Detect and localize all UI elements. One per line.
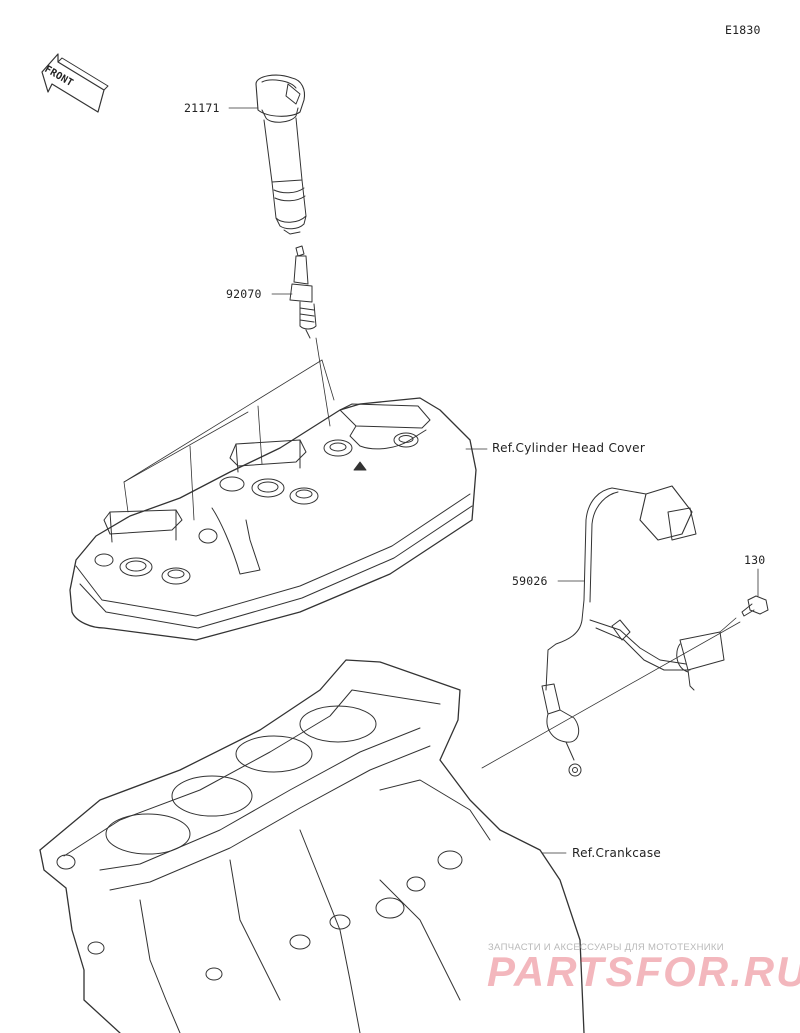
leader-lines xyxy=(123,337,335,521)
front-arrow-icon xyxy=(41,53,109,113)
spark-plug-part[interactable] xyxy=(289,245,317,339)
ref-crankcase: Ref.Crankcase xyxy=(572,846,662,860)
ref-cylinder-head-cover: Ref.Cylinder Head Cover xyxy=(492,441,646,455)
part-number-92070[interactable]: 92070 xyxy=(226,287,262,301)
label-leaders xyxy=(228,107,759,854)
part-number-21171[interactable]: 21171 xyxy=(184,101,220,115)
diagram-code: E1830 xyxy=(725,23,761,37)
crankcase-block xyxy=(39,659,585,1033)
part-number-59026[interactable]: 59026 xyxy=(512,574,548,588)
cylinder-head-cover xyxy=(69,397,477,641)
ignition-coil-part[interactable] xyxy=(255,74,307,235)
watermark-tagline: ЗАПЧАСТИ И АКСЕССУАРЫ ДЛЯ МОТОТЕХНИКИ xyxy=(488,942,724,953)
part-number-130[interactable]: 130 xyxy=(744,553,766,567)
watermark-logo: PARTSFOR.RU xyxy=(487,948,800,995)
sensor-harness-part[interactable] xyxy=(541,485,725,777)
bolt-part[interactable] xyxy=(741,595,769,617)
